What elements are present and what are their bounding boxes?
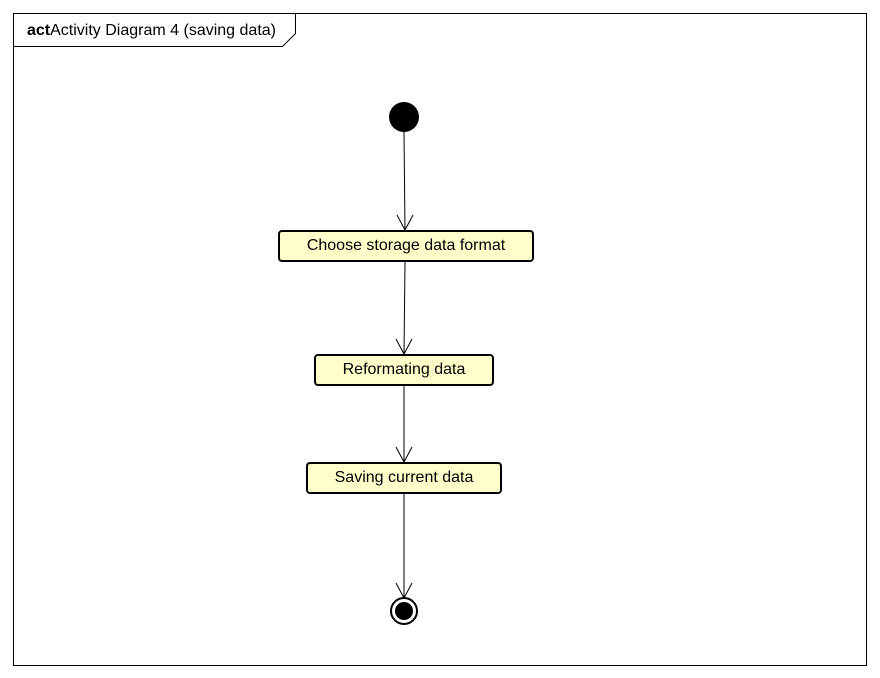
action-reformating-data[interactable]: Reformating data (314, 354, 494, 386)
action-label: Reformating data (342, 361, 466, 378)
diagram-frame (13, 13, 867, 666)
frame-name-tab (13, 13, 296, 47)
control-flow-2 (403, 261, 406, 355)
action-label: Saving current data (334, 469, 474, 486)
frame-title-text: Activity Diagram 4 (saving data) (50, 22, 276, 39)
action-saving-current-data[interactable]: Saving current data (306, 462, 502, 494)
action-label: Choose storage data format (306, 237, 506, 254)
frame-title: actActivity Diagram 4 (saving data) (27, 21, 276, 41)
control-flow-1 (403, 131, 406, 231)
frame-keyword: act (27, 22, 51, 39)
initial-node (389, 102, 419, 132)
action-choose-storage-format[interactable]: Choose storage data format (278, 230, 534, 262)
activity-final-node-core (395, 602, 413, 620)
